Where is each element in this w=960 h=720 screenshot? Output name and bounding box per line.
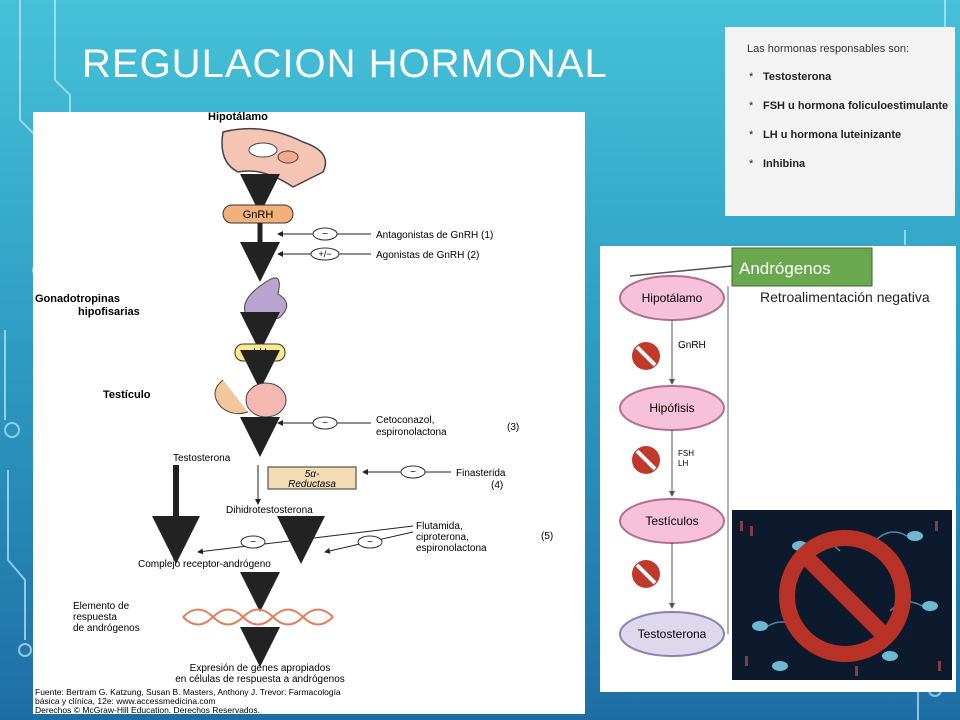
ref-5: (5)	[541, 531, 553, 542]
hypothalamus-node-label: Hipotálamo	[642, 291, 703, 305]
testosterone-node	[619, 611, 725, 657]
list-item: *Inhibina	[749, 158, 806, 170]
dna-helix-icon	[182, 608, 334, 626]
flutamide-label-3: espironolactona	[416, 543, 487, 554]
response-element-label: Elemento de	[73, 601, 130, 612]
reductase-box	[267, 466, 357, 490]
fsh-arrow-label: FSH	[678, 449, 694, 458]
slide-title: REGULACION HORMONAL	[82, 42, 608, 86]
testis-label: Testículo	[103, 389, 151, 401]
flutamide-label: Flutamida,	[416, 521, 463, 532]
feedback-label: Retroalimentación negativa	[760, 289, 930, 305]
gene-expression-label: Expresión de genes apropiados	[190, 663, 331, 674]
testosterone-node-label: Testosterona	[638, 627, 707, 641]
testis-icon	[214, 379, 287, 418]
lh-arrow-label: LH	[678, 459, 688, 468]
androgens-label: Andrógenos	[739, 259, 831, 278]
reductase-label: 5α-	[305, 469, 320, 480]
minus-sign: −	[322, 418, 328, 429]
source-line-2: básica y clínica, 12e: www.accessmedicin…	[35, 696, 215, 706]
ref-4: (4)	[491, 480, 503, 491]
list-item: *LH u hormona luteinizante	[749, 129, 902, 141]
info-heading: Las hormonas responsables son:	[747, 43, 910, 55]
pituitary-icon	[244, 277, 288, 320]
gonadotropins-label: Gonadotropinas	[35, 293, 120, 305]
inhibit-icon	[632, 560, 660, 588]
response-element-label-3: de andrógenos	[73, 623, 140, 634]
gonadotropins-label-2: hipofisarias	[78, 306, 140, 318]
list-item: *FSH u hormona foliculoestimulante	[749, 100, 949, 112]
gnrh-label: GnRH	[243, 209, 274, 221]
inhibit-icon	[632, 446, 660, 474]
ketoconazole-label: Cetoconazol,	[376, 415, 434, 426]
dht-label: Dihidrotestosterona	[226, 505, 313, 516]
minus-sign: −	[250, 537, 256, 548]
minus-sign: −	[410, 467, 416, 478]
hypothalamus-label: Hipotálamo	[208, 112, 268, 123]
source-line-1: Fuente: Bertram G. Katzung, Susan B. Mas…	[35, 687, 341, 697]
minus-sign: −	[367, 537, 373, 548]
gnrh-arrow-label: GnRH	[678, 340, 706, 351]
androgens-box	[731, 247, 873, 287]
inhibit-icon	[632, 342, 660, 370]
minus-sign: −	[322, 229, 328, 240]
source-line-3: Derechos © McGraw-Hill Education. Derech…	[35, 705, 260, 714]
sperm-prohibited-image	[732, 510, 952, 680]
finasteride-label: Finasterida	[456, 468, 506, 479]
response-element-label-2: respuesta	[73, 612, 117, 623]
flutamide-label-2: ciproterona,	[416, 532, 469, 543]
negative-feedback-diagram: Andrógenos Retroalimentación negativa Hi…	[600, 246, 956, 692]
antagonists-label: Antagonistas de GnRH (1)	[376, 230, 493, 241]
testosterone-label: Testosterona	[173, 453, 231, 464]
ketoconazole-label-2: espironolactona	[376, 427, 447, 438]
list-item: *Testosterona	[749, 71, 832, 83]
pituitary-node-label: Hipófisis	[649, 401, 694, 415]
receptor-complex-label: Complejo receptor-andrógeno	[138, 559, 271, 570]
lh-label: LH	[253, 347, 267, 359]
agonists-label: Agonistas de GnRH (2)	[376, 250, 479, 261]
gene-expression-label-2: en células de respuesta a andrógenos	[175, 674, 345, 685]
hormone-regulation-diagram: Hipotálamo GnRH − Antagonistas de GnRH (…	[33, 112, 585, 714]
hormones-info-box: Las hormonas responsables son: *Testoste…	[725, 27, 955, 216]
plus-minus-sign: +/−	[318, 249, 331, 259]
ref-3: (3)	[507, 422, 519, 433]
reductase-label-2: Reductasa	[288, 479, 336, 490]
hypothalamus-icon	[221, 127, 327, 188]
testicles-node-label: Testículos	[645, 514, 698, 528]
